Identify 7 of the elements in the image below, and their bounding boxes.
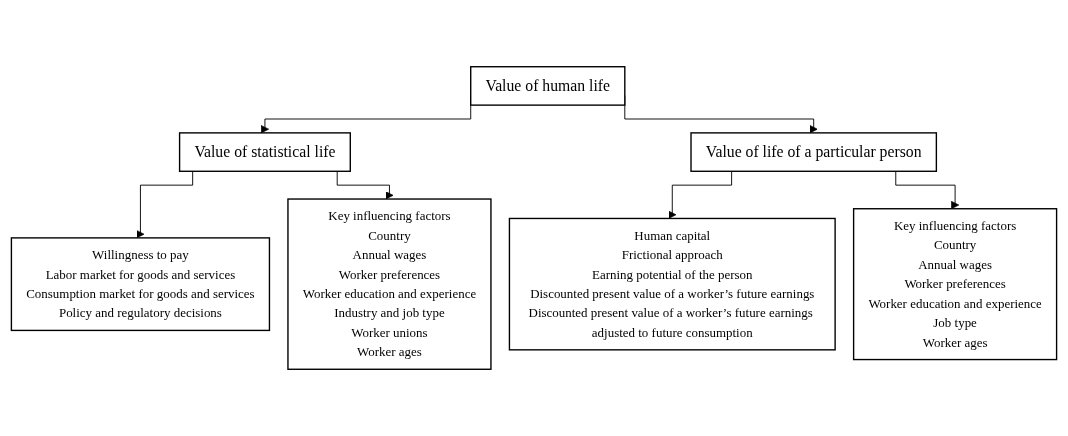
node-box: Human capital Frictional approach Earning potential of the person Discounted present value of a worker’s future earnings Discounted present value of a worker’s future earnings adjusted to future consumption (508, 217, 836, 351)
node-box: Value of statistical life (178, 132, 351, 172)
node-box: Key influencing factors Country Annual wages Worker preferences Worker education and experience Industry and job type Worker unions Worker ages (287, 198, 492, 370)
node-box: Value of life of a particular person (690, 132, 938, 172)
node-box: Willingness to pay Labor market for goods and services Consumption market for goods and services Policy and regulatory decisions (10, 237, 271, 332)
node-box: Value of human life (470, 66, 626, 106)
node-box: Key influencing factors Country Annual wages Worker preferences Worker education and experience Job type Worker ages (852, 208, 1058, 361)
